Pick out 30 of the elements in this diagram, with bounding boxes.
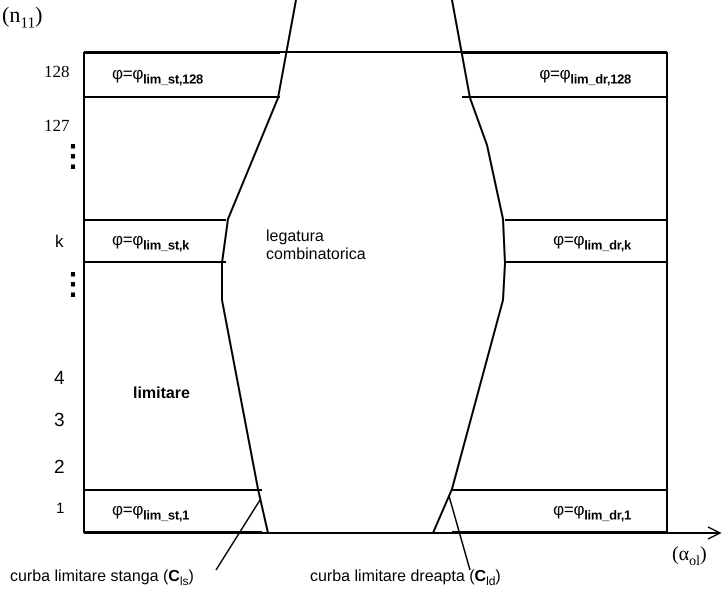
limit-band bbox=[462, 52, 667, 98]
limit-band bbox=[84, 52, 280, 98]
tick-label: 1 bbox=[56, 500, 64, 517]
tick-label: 4 bbox=[54, 368, 65, 390]
tick-label: 3 bbox=[54, 410, 65, 432]
tick-label: 2 bbox=[54, 457, 65, 479]
region-label: limitare bbox=[133, 385, 190, 403]
tick-label: k bbox=[55, 232, 64, 252]
region-label: legatura combinatorica bbox=[266, 228, 367, 264]
limit-band bbox=[452, 489, 667, 533]
axis-label: (n$_{11}$) bbox=[2, 2, 42, 32]
band-formula: φ=φ$_{lim_dr,k}$ bbox=[553, 230, 632, 252]
band-formula: φ=φ$_{lim_st,1}$ bbox=[111, 500, 190, 522]
axis-label: (α$_{ol}$) bbox=[672, 543, 707, 570]
limit-band bbox=[84, 489, 262, 533]
limit-band bbox=[84, 219, 226, 263]
tick-label: 127 bbox=[44, 116, 70, 136]
leader-line bbox=[215, 500, 261, 570]
ellipsis-mark: ⋮ bbox=[58, 140, 88, 173]
leader-line bbox=[448, 496, 471, 570]
limit-band bbox=[505, 219, 667, 263]
band-formula: φ=φ$_{lim_st,128}$ bbox=[111, 64, 203, 86]
boundary-curve bbox=[432, 0, 506, 534]
band-formula: φ=φ$_{lim_st,k}$ bbox=[111, 230, 190, 252]
curve-caption: curba limitare stanga (C$_{ls}$) bbox=[10, 568, 194, 588]
band-formula: φ=φ$_{lim_dr,1}$ bbox=[553, 500, 632, 522]
tick-label: 128 bbox=[44, 62, 70, 82]
band-formula: φ=φ$_{lim_dr,128}$ bbox=[539, 64, 632, 86]
ellipsis-mark: ⋮ bbox=[58, 268, 88, 301]
curve-caption: curba limitare dreapta (C$_{ld}$) bbox=[310, 568, 501, 588]
